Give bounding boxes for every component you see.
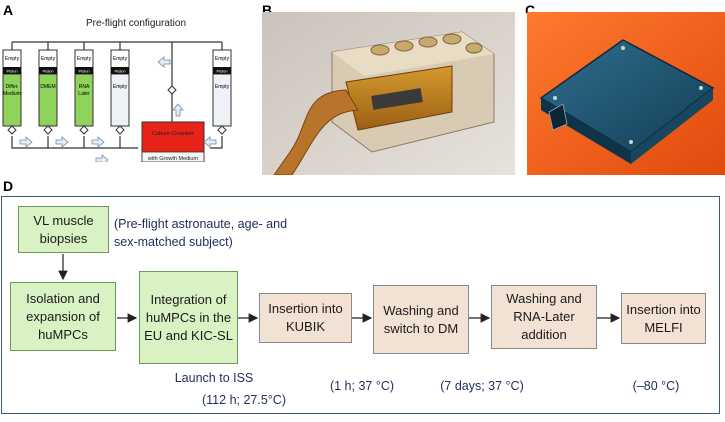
panel-label-b: B [262,2,273,18]
step-integration: Integration of huMPCs in the EU and KIC-… [139,271,238,364]
syringe-content-label: Empty [113,84,128,90]
step-rna-later: Washing and RNA-Later addition [491,285,597,349]
schematic-svg: Pre-flight configuration EmptyPistonDiff… [2,18,232,162]
syringe-piston-label: Piston [42,69,53,74]
schematic-title: Pre-flight configuration [86,18,186,29]
step-isolation: Isolation and expansion of huMPCs [10,282,116,351]
syringe-piston-label: Piston [114,69,125,74]
syringe-piston-label: Piston [78,69,89,74]
panel-label-c: C [525,2,536,18]
panel-label-d: D [3,178,14,194]
syringe-content-label: Empty [215,84,230,90]
biopsy-note: (Pre-flight astronaute, age- and sex-mat… [114,217,288,249]
step-washing-dm: Washing and switch to DM [373,285,469,354]
step-biopsy: VL muscle biopsies [18,206,109,253]
condition-launch-time: (112 h; 27.5°C) [202,393,286,407]
condition-launch: Launch to ISS [174,371,254,385]
syringe-content-label: DMEM [40,84,55,90]
condition-kubik: (1 h; 37 °C) [329,379,395,393]
workflow-panel [1,196,720,414]
syringe-content-label: Later [78,91,90,97]
photo-hardware-unit [262,12,515,175]
chamber-medium-label: with Growth Medium [147,156,199,162]
condition-melfi: (–80 °C) [632,379,680,393]
syringe-piston-label: Piston [216,69,227,74]
syringe-content-label: RNA [79,84,90,90]
syringe-top-label: Empty [77,56,92,62]
syringe-top-label: Empty [113,56,128,62]
syringe-piston-label: Piston [6,69,17,74]
step-melfi: Insertion into MELFI [621,293,706,344]
syringe-top-label: Empty [5,56,20,62]
panel-label-a: A [3,2,14,18]
syringe-top-label: Empty [41,56,56,62]
syringe-top-label: Empty [215,56,230,62]
photo-container [527,12,725,175]
step-kubik: Insertion into KUBIK [259,293,352,343]
syringe-content-label: Differ. [6,84,19,90]
chamber-label: Culture Chamber [152,131,194,137]
condition-washing: (7 days; 37 °C) [440,379,524,393]
syringe-content-label: Medium [3,91,21,97]
